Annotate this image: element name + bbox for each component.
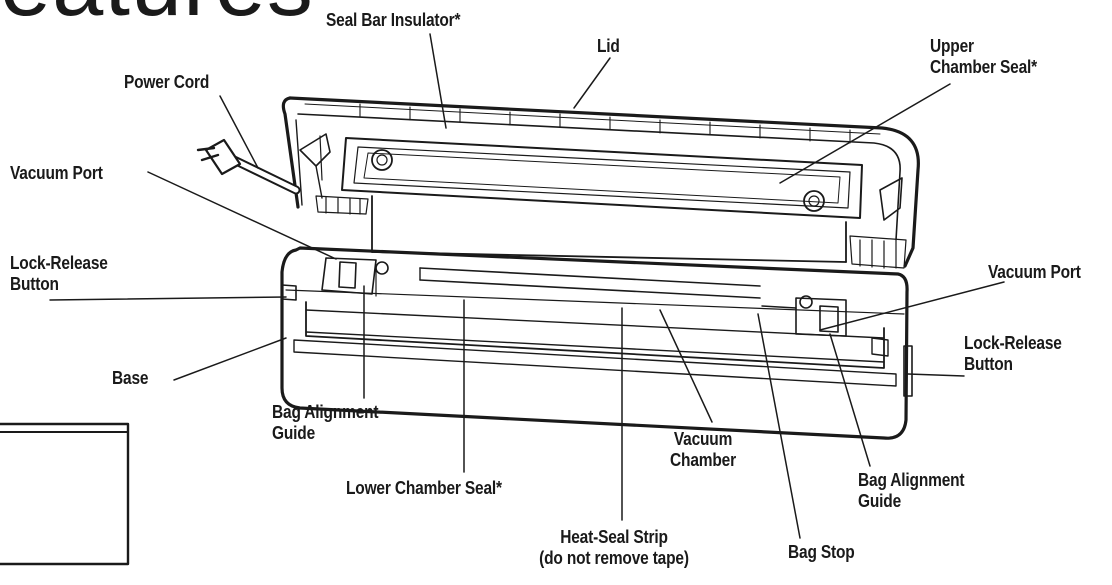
label-lid: Lid xyxy=(597,36,620,56)
label-seal-bar-insulator: Seal Bar Insulator* xyxy=(326,10,461,30)
label-vacuum-chamber: Vacuum Chamber xyxy=(670,429,736,470)
label-lower-chamber-seal: Lower Chamber Seal* xyxy=(346,478,502,498)
label-heat-seal-strip: Heat-Seal Strip (do not remove tape) xyxy=(539,527,689,568)
label-lock-release-left: Lock-Release Button xyxy=(10,253,108,294)
label-vacuum-port-left: Vacuum Port xyxy=(10,163,103,183)
label-lock-release-right: Lock-Release Button xyxy=(964,333,1062,374)
vacuum-chamber-wall xyxy=(371,195,847,263)
section-heading-fragment: eatures xyxy=(0,0,314,30)
label-bag-alignment-guide-left: Bag Alignment Guide xyxy=(272,402,379,443)
label-bag-alignment-guide-right: Bag Alignment Guide xyxy=(858,470,965,511)
power-cord xyxy=(196,138,301,195)
label-vacuum-port-right: Vacuum Port xyxy=(988,262,1081,282)
label-upper-chamber-seal: Upper Chamber Seal* xyxy=(930,36,1038,77)
label-bag-stop: Bag Stop xyxy=(788,542,855,562)
lid-body xyxy=(281,96,920,269)
base-body xyxy=(280,246,913,440)
side-panel xyxy=(0,422,130,566)
label-power-cord: Power Cord xyxy=(124,72,210,92)
label-base: Base xyxy=(112,368,149,388)
